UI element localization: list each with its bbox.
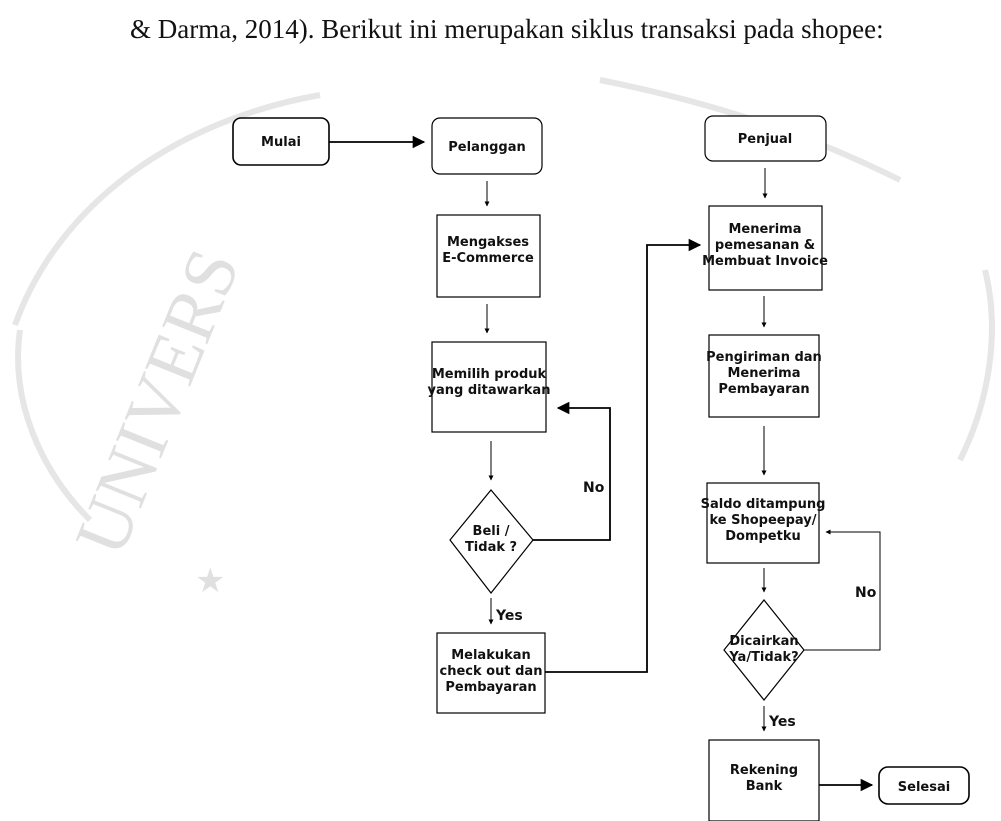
edge-label-yes-right: Yes	[768, 714, 796, 730]
edge-dicairkan-no-saldo	[804, 529, 881, 651]
node-beli-label: Beli /Tidak ?	[465, 524, 517, 555]
node-mulai: Mulai	[232, 117, 330, 166]
edge-label-no-right: No	[855, 585, 877, 601]
edge-label-no-left: No	[583, 480, 605, 496]
page-caption: & Darma, 2014). Berikut ini merupakan si…	[130, 14, 884, 44]
star-icon: ★	[195, 561, 225, 601]
node-penjual-label: Penjual	[738, 132, 793, 147]
node-selesai-label: Selesai	[898, 780, 950, 795]
node-selesai: Selesai	[878, 766, 970, 805]
node-pelanggan: Pelanggan	[431, 117, 543, 175]
node-beli-decision: Beli /Tidak ?	[449, 489, 534, 594]
node-penjual: Penjual	[704, 115, 827, 162]
node-mulai-label: Mulai	[261, 135, 301, 150]
edge-beli-no-memilih	[533, 401, 611, 541]
node-pelanggan-label: Pelanggan	[448, 140, 525, 155]
edge-label-yes-left: Yes	[495, 608, 523, 624]
edge-checkout-menerima	[545, 238, 702, 673]
